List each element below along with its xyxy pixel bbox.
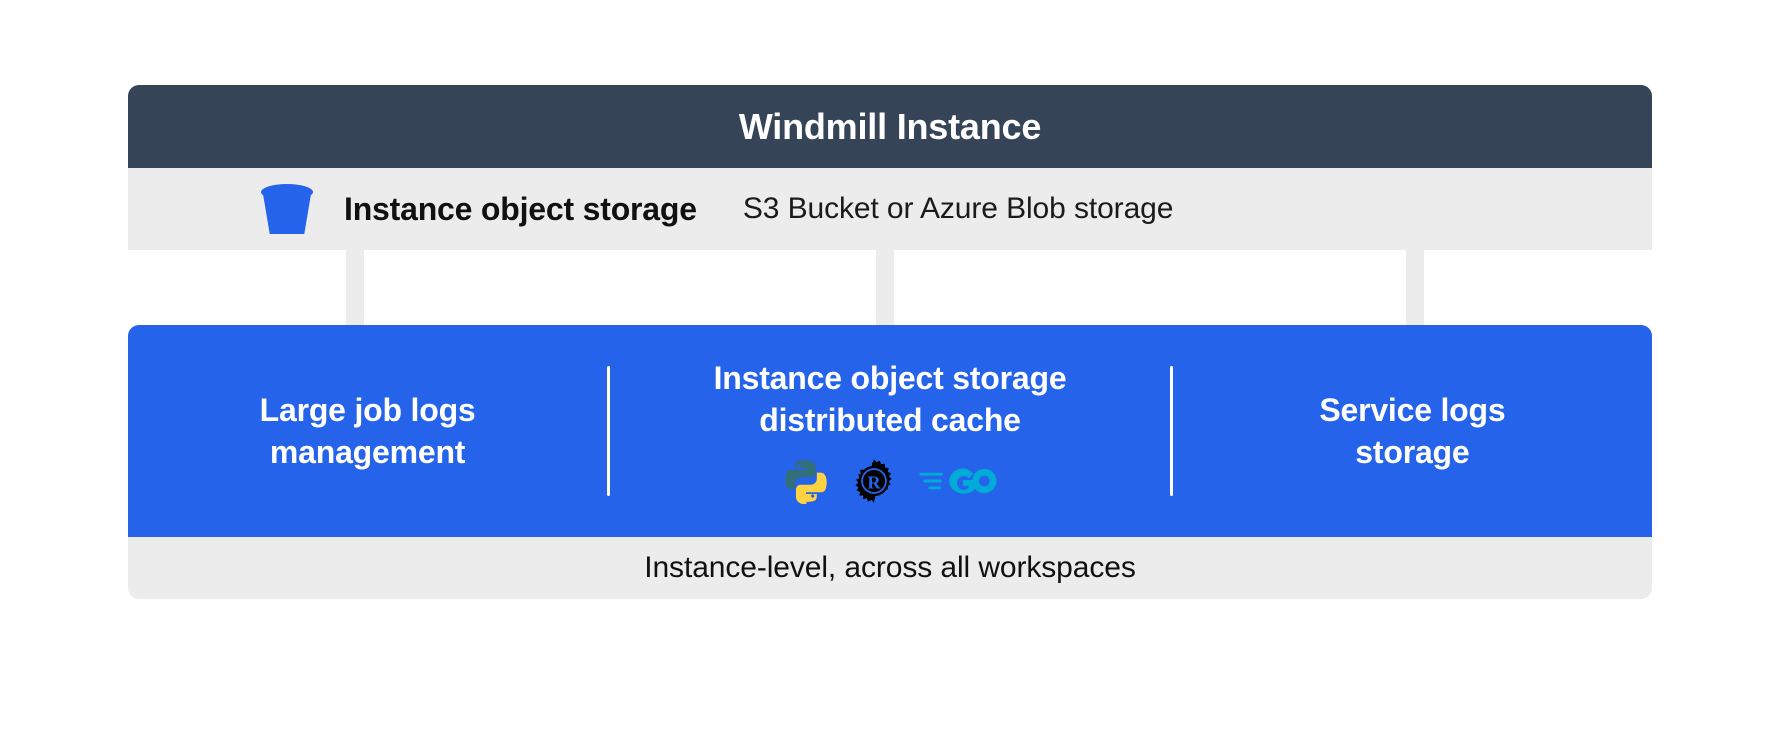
bucket-icon: [258, 184, 316, 234]
go-logo: [919, 459, 997, 503]
feature-service-logs: Service logs storage: [1173, 389, 1652, 473]
caption-bar: Instance-level, across all workspaces: [128, 537, 1652, 599]
feature-distributed-cache: Instance object storage distributed cach…: [610, 357, 1170, 506]
language-logo-group: R: [783, 457, 997, 506]
feature-title: Instance object storage distributed cach…: [713, 359, 1067, 438]
bucket-body-shape: [263, 194, 311, 234]
feature-title: Service logs storage: [1319, 391, 1506, 470]
svg-text:R: R: [867, 473, 881, 493]
feature-title: Large job logs management: [259, 391, 476, 470]
windmill-instance-diagram: Windmill Instance Instance object storag…: [128, 85, 1652, 599]
rust-logo: R: [851, 458, 897, 504]
python-logo: [783, 458, 829, 506]
arrow-shaft: [1406, 250, 1424, 326]
caption-text: Instance-level, across all workspaces: [644, 551, 1136, 584]
storage-detail: S3 Bucket or Azure Blob storage: [742, 192, 1174, 225]
instance-object-storage-row: Instance object storage S3 Bucket or Azu…: [128, 168, 1652, 250]
instance-header-bar: Windmill Instance: [128, 85, 1652, 168]
arrow-shaft: [346, 250, 364, 326]
feature-large-job-logs: Large job logs management: [128, 389, 607, 473]
page-title: Windmill Instance: [738, 105, 1042, 147]
feature-divider: [607, 366, 611, 496]
feature-divider: [1169, 366, 1173, 496]
feature-panel: Large job logs management Instance objec…: [128, 325, 1652, 537]
storage-label: Instance object storage: [344, 190, 697, 227]
arrow-shaft: [876, 250, 894, 326]
